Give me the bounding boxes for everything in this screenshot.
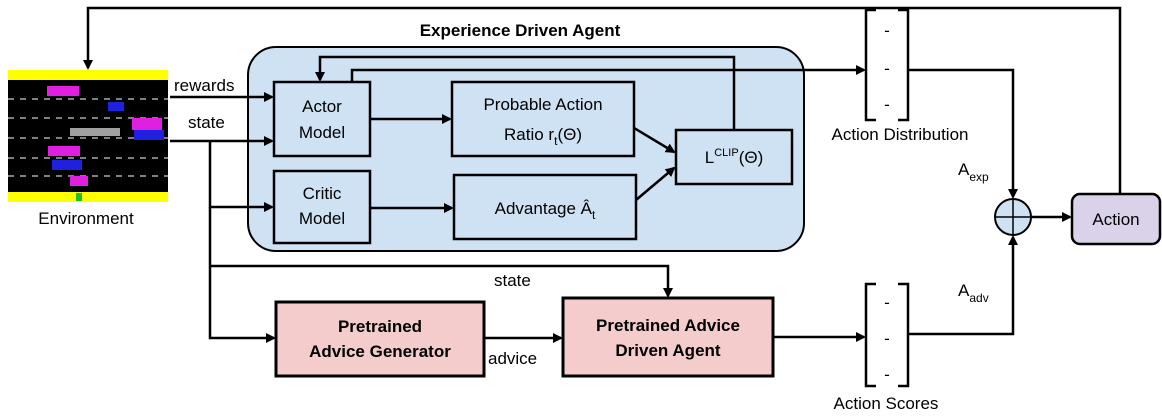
action-scores-entry-3: - [884, 365, 890, 384]
advice-generator-line2: Advice Generator [309, 342, 451, 361]
a-exp-label: Aexp [958, 160, 989, 184]
probable-action-line1: Probable Action [483, 95, 602, 114]
action-box [1070, 192, 1162, 246]
a-adv-label: Aadv [958, 281, 989, 305]
lclip-label: LCLIP(Θ) [705, 147, 763, 167]
action-distribution-entry-2: - [884, 59, 890, 78]
advice-agent-box [561, 296, 775, 378]
state-edge-label-bottom: state [494, 271, 531, 290]
critic-model-box [272, 169, 372, 245]
advantage-label: Advantage Ât [495, 199, 596, 222]
advantage-box [452, 173, 638, 241]
environment-label: Environment [38, 209, 134, 228]
action-scores-entry-2: - [884, 329, 890, 348]
connectors [83, 6, 1122, 343]
environment-image [8, 70, 168, 202]
state-edge-label-top: state [188, 113, 225, 132]
combine-node [994, 198, 1032, 236]
action-distribution-entry-1: - [884, 21, 890, 40]
advice-agent-line1: Pretrained Advice [596, 316, 740, 335]
advice-edge-label: advice [488, 349, 537, 368]
experience-agent-title: Experience Driven Agent [420, 21, 621, 40]
critic-model-line2: Model [299, 209, 345, 228]
rewards-edge-label: rewards [174, 76, 234, 95]
actor-model-box [272, 80, 372, 158]
action-label: Action [1092, 210, 1139, 229]
action-scores-entry-1: - [884, 293, 890, 312]
action-scores-label: Action Scores [834, 394, 939, 413]
actor-model-line2: Model [299, 123, 345, 142]
advice-generator-line1: Pretrained [338, 317, 422, 336]
probable-action-box [450, 80, 636, 158]
actor-model-line1: Actor [302, 97, 342, 116]
advice-generator-box [274, 300, 486, 378]
probable-action-line2: Ratio rt(Θ) [504, 125, 582, 148]
advice-agent-line2: Driven Agent [615, 341, 721, 360]
action-distribution-entry-3: - [884, 95, 890, 114]
critic-model-line1: Critic [303, 184, 342, 203]
action-distribution-vector [864, 8, 910, 122]
action-distribution-label: Action Distribution [831, 125, 968, 144]
